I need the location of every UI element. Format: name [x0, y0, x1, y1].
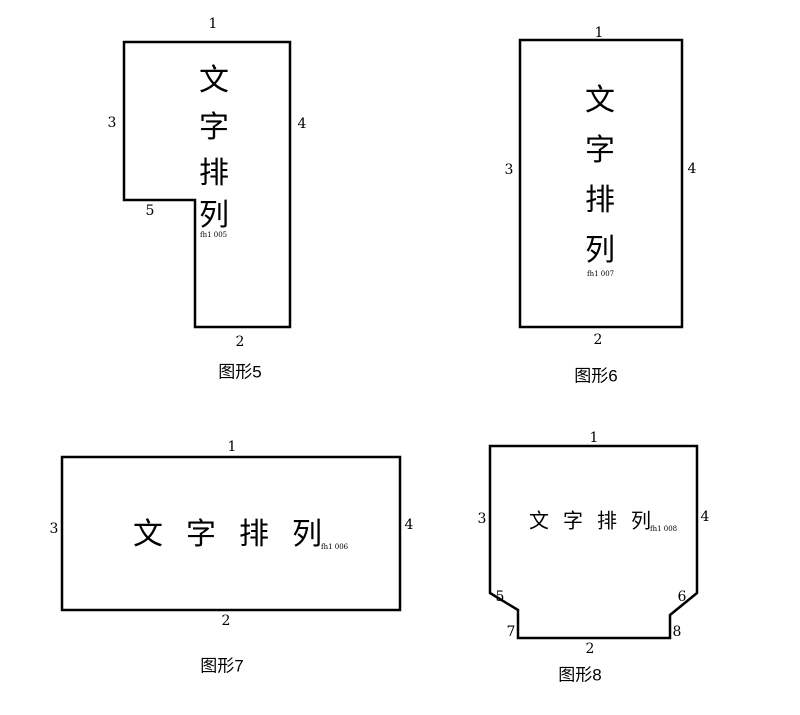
figure-8-char-1: 文: [529, 509, 549, 533]
figure-5-edge-notch-label: 5: [146, 203, 155, 219]
figure-8-edge-bottom-right-label: 8: [673, 624, 682, 640]
figure-6: 1 2 3 4 文 字 排 列 fh1 007 图形6: [505, 25, 697, 385]
figure-6-edge-left-label: 3: [505, 162, 514, 178]
figure-5-char-3: 排: [199, 156, 229, 191]
figure-6-caption: 图形6: [574, 366, 617, 385]
figure-7-char-1: 文: [133, 517, 163, 552]
figure-7-caption: 图形7: [200, 656, 243, 675]
figure-5-char-2: 字: [199, 110, 229, 145]
figure-7-edge-left-label: 3: [50, 521, 59, 537]
figure-6-char-3: 排: [585, 183, 615, 218]
figure-8-edge-bottom-left-label: 7: [507, 624, 516, 640]
figure-8-caption: 图形8: [558, 665, 601, 684]
figure-6-char-2: 字: [585, 133, 615, 168]
figure-5-edge-left-label: 3: [108, 115, 117, 131]
figure-5-code: fh1 005: [200, 231, 227, 239]
figure-8-edge-lower-left-bevel-label: 5: [496, 589, 505, 605]
figure-8: 1 2 3 4 5 6 7 8 文 字 排 列 fh1 008 图形8: [478, 430, 710, 684]
figure-8-edge-left-label: 3: [478, 511, 487, 527]
figure-8-char-3: 排: [597, 509, 617, 533]
figure-8-char-2: 字: [563, 509, 583, 533]
figure-7-edge-right-label: 4: [405, 517, 414, 533]
figure-5: 1 2 3 4 5 文 字 排 列 fh1 005 图形5: [108, 16, 307, 381]
figure-8-char-4: 列: [631, 509, 651, 533]
figure-7-code: fh1 006: [321, 543, 349, 551]
figure-6-edge-bottom-label: 2: [594, 332, 603, 348]
figure-8-outline: [488, 444, 699, 640]
figure-8-edge-bottom-label: 2: [586, 641, 595, 657]
figure-7-edge-top-label: 1: [228, 439, 237, 455]
figure-5-char-4: 列: [199, 198, 229, 233]
figure-5-char-1: 文: [199, 63, 229, 98]
figure-7: 1 2 3 4 文 字 排 列 fh1 006 图形7: [50, 439, 414, 675]
figure-8-edge-right-label: 4: [701, 509, 710, 525]
figure-6-outline: [518, 38, 684, 329]
figure-7-outline: [60, 455, 402, 612]
figure-6-edge-right-label: 4: [688, 161, 697, 177]
figure-8-code: fh1 008: [650, 525, 677, 533]
figure-7-edge-bottom-label: 2: [222, 613, 231, 629]
figure-6-char-1: 文: [585, 83, 615, 118]
figure-5-outline: [122, 40, 292, 329]
figure-7-char-3: 排: [239, 517, 269, 552]
figure-6-code: fh1 007: [587, 270, 614, 278]
figure-8-edge-top-label: 1: [590, 430, 599, 446]
figure-6-char-4: 列: [585, 233, 615, 268]
figure-5-edge-right-label: 4: [298, 116, 307, 132]
figure-5-edge-bottom-label: 2: [236, 334, 245, 350]
figure-7-char-2: 字: [186, 517, 216, 552]
figure-5-edge-top-label: 1: [209, 16, 218, 32]
figure-8-edge-lower-right-bevel-label: 6: [678, 589, 687, 605]
figure-6-edge-top-label: 1: [595, 25, 604, 41]
figure-7-char-4: 列: [292, 517, 322, 552]
figure-5-caption: 图形5: [218, 362, 261, 381]
